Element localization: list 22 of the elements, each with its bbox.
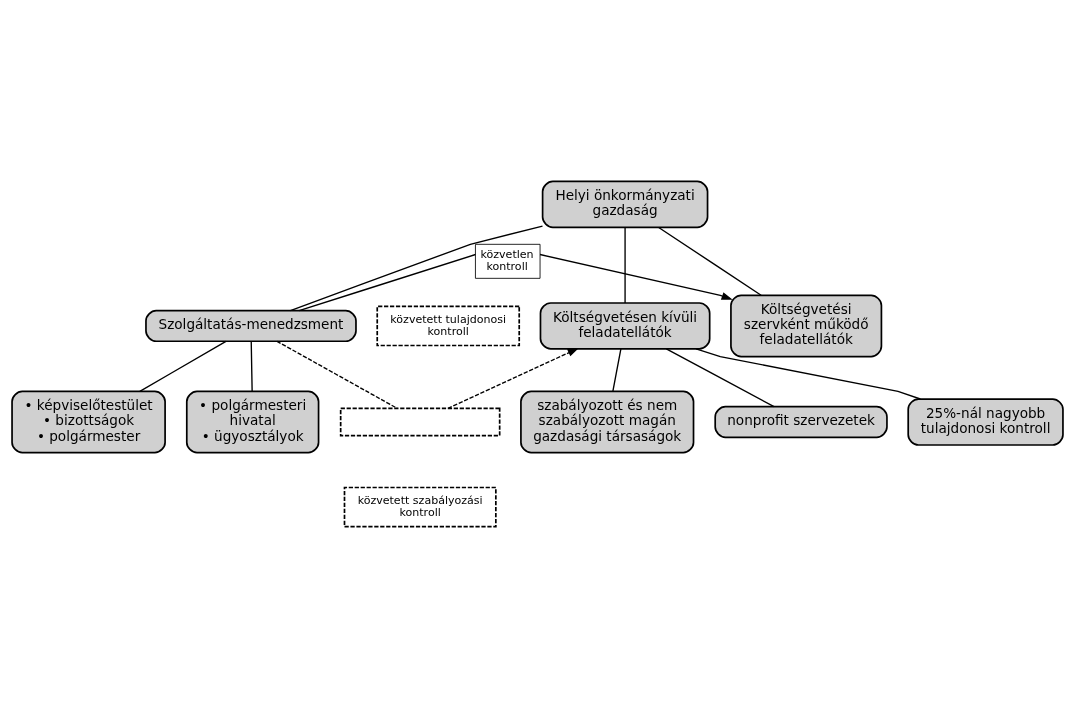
node-box: Helyi önkormányzati gazdaság bbox=[541, 180, 709, 228]
node-box: Szolgáltatás-menedzsment bbox=[145, 309, 357, 342]
node-box: szabályozott és nem szabályozott magán gazdasági társaságok bbox=[520, 390, 695, 453]
edge-label: közvetlen kontroll bbox=[480, 247, 534, 273]
node-box bbox=[339, 407, 501, 436]
connector bbox=[658, 226, 762, 296]
connector bbox=[276, 340, 398, 409]
node-box: nonprofit szervezetek bbox=[714, 405, 888, 438]
node-box: közvetett tulajdonosi kontroll bbox=[376, 305, 521, 346]
connector bbox=[250, 340, 253, 392]
node-box: 25%-nál nagyobb tulajdonosi kontroll bbox=[907, 397, 1064, 446]
connector bbox=[612, 347, 622, 392]
node-box: • képviselőtestület • bizottságok • polgármester bbox=[11, 390, 166, 453]
connector bbox=[139, 340, 227, 392]
node-box: • polgármesteri hivatal • ügyosztályok bbox=[185, 390, 320, 453]
node-box: Költségvetésen kívüli feladatellátók bbox=[539, 301, 711, 350]
connector bbox=[695, 347, 921, 400]
node-box: közvetett szabályozási kontroll bbox=[343, 486, 497, 527]
arrow bbox=[447, 347, 579, 409]
connector bbox=[624, 226, 626, 304]
node-box: Költségvetési szervként működő feladatellátók bbox=[730, 293, 883, 357]
connector bbox=[665, 347, 775, 407]
